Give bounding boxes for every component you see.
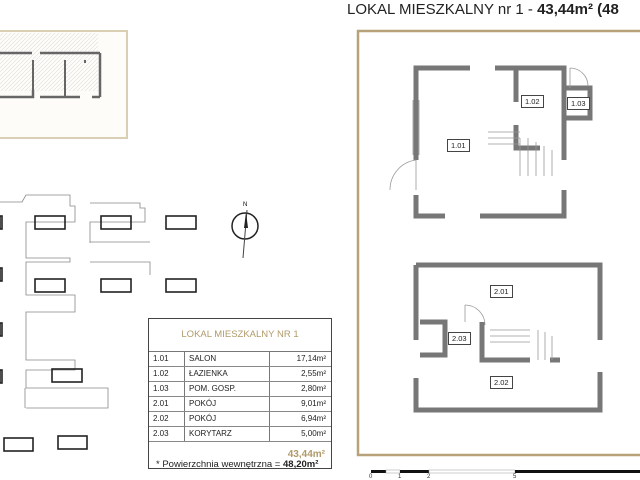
room-no: 1.02 xyxy=(149,367,185,381)
room-area: 9,01m² xyxy=(301,399,326,408)
title-area: 43,44m² (48 xyxy=(537,1,619,18)
title-text: LOKAL MIESZKALNY nr 1 - xyxy=(347,1,538,18)
room-no: 1.03 xyxy=(149,382,185,396)
room-area: 6,94m² xyxy=(301,414,326,423)
scale-label-5: 5 xyxy=(513,474,517,480)
room-name: POM. GOSP. xyxy=(185,382,270,396)
site-plan xyxy=(0,194,197,452)
room-label-1-02: 1.02 xyxy=(521,95,544,108)
scale-bar xyxy=(371,469,640,474)
plan-frame xyxy=(356,29,640,457)
room-label-1-03: 1.03 xyxy=(567,97,590,110)
room-label-2-02: 2.02 xyxy=(490,376,513,389)
footnote-text: * Powierzchnia wewnętrzna = xyxy=(156,459,283,470)
ground-floor-plan xyxy=(413,65,593,219)
room-label-1-01: 1.01 xyxy=(447,139,470,152)
room-no: 2.01 xyxy=(149,397,185,411)
room-area: 2,80m² xyxy=(301,384,326,393)
room-name: ŁAZIENKA xyxy=(185,367,270,381)
plan-title: LOKAL MIESZKALNY nr 1 - 43,44m² (48 xyxy=(347,1,619,18)
room-name: POKÓJ xyxy=(185,412,270,426)
room-no: 2.03 xyxy=(149,427,185,441)
scale-label-2: 2 xyxy=(427,474,431,480)
scale-label-0: 0 xyxy=(369,474,373,480)
room-label-2-03: 2.03 xyxy=(448,332,471,345)
room-label-2-01: 2.01 xyxy=(490,285,513,298)
room-area: 2,55m² xyxy=(301,369,326,378)
stairs-upper xyxy=(464,304,553,360)
compass-n: N xyxy=(243,202,247,208)
compass-icon xyxy=(231,209,259,259)
room-area: 17,14m² xyxy=(296,354,326,363)
table-total: 43,44m² xyxy=(287,449,325,460)
room-no: 1.01 xyxy=(149,352,185,366)
room-area: 5,00m² xyxy=(301,429,326,438)
room-no: 2.02 xyxy=(149,412,185,426)
footnote: * Powierzchnia wewnętrzna = 48,20m² xyxy=(156,459,318,470)
scale-label-1: 1 xyxy=(398,474,402,480)
keyplan xyxy=(0,33,102,99)
room-name: SALON xyxy=(185,352,270,366)
table-heading: LOKAL MIESZKALNY NR 1 xyxy=(149,319,331,352)
room-name: POKÓJ xyxy=(185,397,270,411)
footnote-value: 48,20m² xyxy=(283,459,319,470)
stairs xyxy=(389,67,589,191)
room-name: KORYTARZ xyxy=(185,427,270,441)
